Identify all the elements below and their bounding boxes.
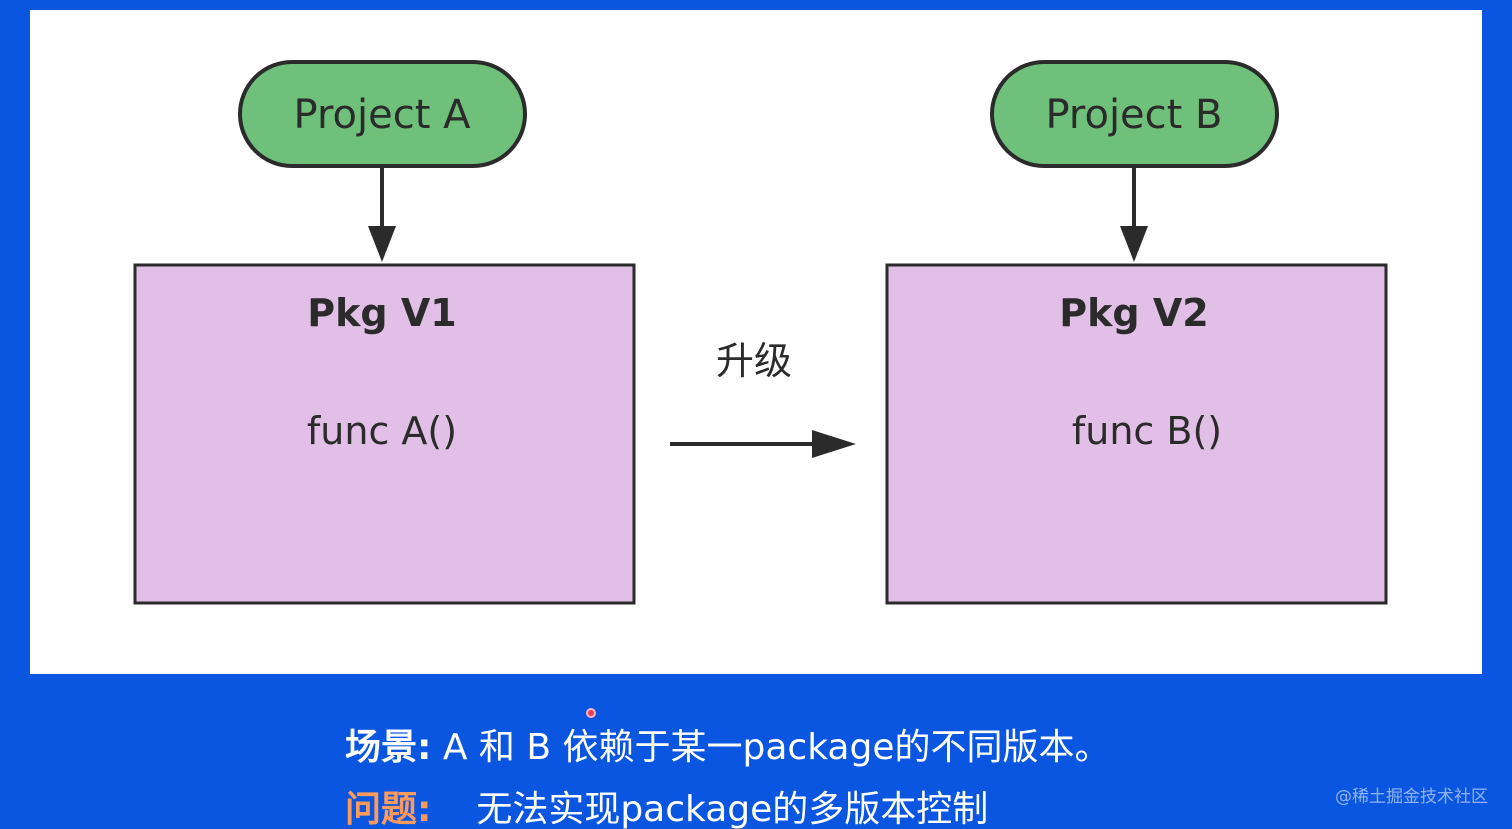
scenario-text: A 和 B 依赖于某一package的不同版本。 (442, 727, 1111, 768)
pkg-v1-node: Pkg V1 func A() (133, 263, 636, 605)
edge-project-b-to-pkg-v2 (1120, 168, 1148, 262)
pkg-v1-func: func A() (307, 409, 457, 453)
dependency-diagram: Project A Project B Pkg V1 func A( (133, 60, 1388, 605)
edge-pkg-v1-to-pkg-v2: 升级 (670, 339, 856, 458)
project-b-label: Project B (1045, 92, 1222, 138)
arrowhead-icon (1120, 226, 1148, 262)
diagram-panel: Project A Project B Pkg V1 func A( (30, 10, 1482, 674)
project-a-node: Project A (238, 60, 527, 168)
problem-text: 无法实现package的多版本控制 (476, 789, 989, 829)
scenario-label: 场景: (345, 727, 432, 768)
arrowhead-icon (812, 430, 856, 458)
upgrade-label: 升级 (716, 339, 792, 383)
pkg-v2-node: Pkg V2 func B() (885, 263, 1388, 605)
problem-label: 问题: (345, 789, 432, 829)
laser-pointer-icon (586, 708, 596, 718)
project-b-node: Project B (990, 60, 1279, 168)
project-a-label: Project A (294, 92, 472, 138)
pkg-v1-title: Pkg V1 (307, 291, 456, 335)
arrowhead-icon (368, 226, 396, 262)
pkg-v2-func: func B() (1072, 409, 1222, 453)
edge-project-a-to-pkg-v1 (368, 168, 396, 262)
scenario-caption: 场景: A 和 B 依赖于某一package的不同版本。 (345, 718, 1111, 770)
pkg-v2-title: Pkg V2 (1059, 291, 1208, 335)
problem-caption: 问题: 无法实现package的多版本控制 (345, 780, 988, 829)
watermark: @稀土掘金技术社区 (1335, 787, 1488, 807)
